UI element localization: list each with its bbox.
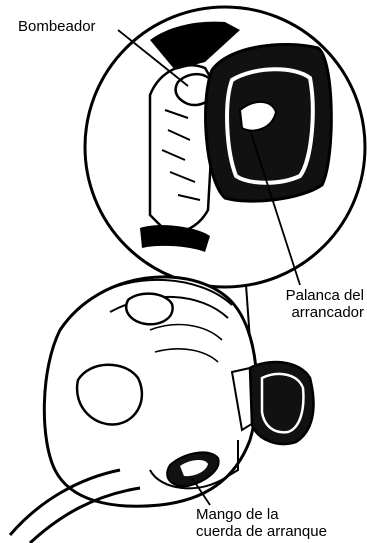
fuel-cap xyxy=(126,294,172,325)
starter-lever-label-line2: arrancador xyxy=(266,304,364,321)
starter-rope-handle-label: Mango de la cuerda de arranque xyxy=(196,506,327,540)
starter-rope-handle-label-line1: Mango de la xyxy=(196,506,327,523)
starter-rope-handle-label-line2: cuerda de arranque xyxy=(196,523,327,540)
primer-label-text: Bombeador xyxy=(18,18,96,35)
starter-lever-label: Palanca del arrancador xyxy=(266,287,364,321)
primer-label: Bombeador xyxy=(16,18,98,35)
starter-lever-label-line1: Palanca del xyxy=(266,287,364,304)
magnified-detail xyxy=(85,7,365,287)
